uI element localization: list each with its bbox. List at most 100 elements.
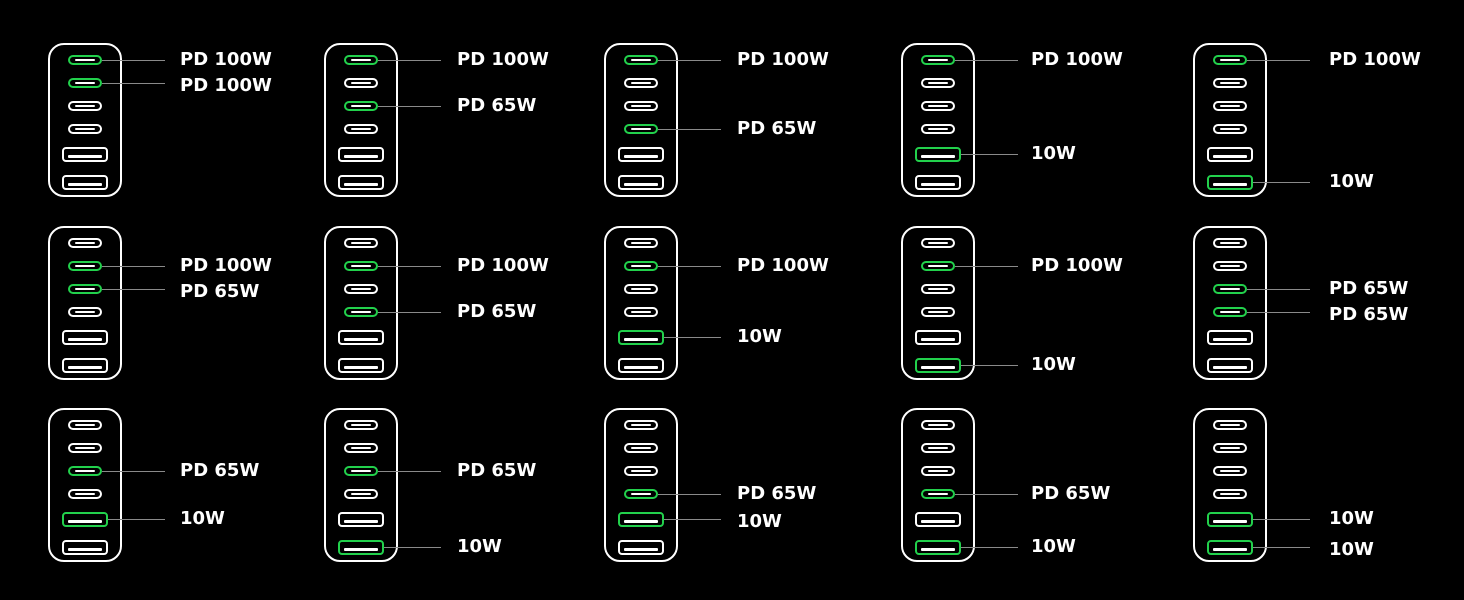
usb-c-port xyxy=(624,78,658,88)
usb-c-port xyxy=(344,261,378,271)
leader-line xyxy=(1247,60,1310,61)
port-slot xyxy=(921,154,955,158)
leader-line xyxy=(378,312,441,313)
usb-a-port xyxy=(618,329,664,345)
usb-c-port xyxy=(624,420,658,430)
power-label: PD 100W xyxy=(180,255,272,276)
power-label: PD 65W xyxy=(737,483,817,504)
port-slot xyxy=(351,493,371,495)
port-slot xyxy=(68,547,102,551)
usb-a-port xyxy=(1207,539,1253,555)
usb-a-port xyxy=(62,357,108,373)
usb-c-port xyxy=(68,101,102,111)
port-slot xyxy=(631,424,651,426)
usb-a-port xyxy=(1207,357,1253,373)
port-slot xyxy=(631,128,651,130)
port-slot xyxy=(624,547,658,551)
power-label: 10W xyxy=(1031,143,1076,164)
port-slot xyxy=(68,365,102,369)
port-slot xyxy=(344,337,378,341)
port-slot xyxy=(631,288,651,290)
port-slot xyxy=(344,365,378,369)
port-slot xyxy=(631,105,651,107)
port-slot xyxy=(928,242,948,244)
power-label: PD 65W xyxy=(1329,304,1409,325)
power-label: 10W xyxy=(1329,508,1374,529)
leader-line xyxy=(108,519,165,520)
usb-c-port xyxy=(624,284,658,294)
charger-unit xyxy=(324,43,398,197)
port-slot xyxy=(68,337,102,341)
power-label: PD 65W xyxy=(457,301,537,322)
port-slot xyxy=(631,82,651,84)
port-slot xyxy=(928,59,948,61)
usb-c-port xyxy=(921,420,955,430)
usb-a-port xyxy=(618,357,664,373)
usb-a-port xyxy=(618,539,664,555)
port-slot xyxy=(351,311,371,313)
charger-unit xyxy=(901,43,975,197)
usb-a-port xyxy=(62,174,108,190)
port-slot xyxy=(75,311,95,313)
power-label: PD 100W xyxy=(1031,49,1123,70)
port-slot xyxy=(928,470,948,472)
leader-line xyxy=(961,154,1018,155)
charger-unit xyxy=(48,226,122,380)
power-label: PD 100W xyxy=(180,75,272,96)
port-slot xyxy=(75,288,95,290)
usb-c-port xyxy=(624,238,658,248)
usb-c-port xyxy=(921,466,955,476)
port-slot xyxy=(1220,59,1240,61)
port-slot xyxy=(1213,519,1247,523)
leader-line xyxy=(664,519,721,520)
port-slot xyxy=(75,59,95,61)
usb-c-port xyxy=(624,466,658,476)
usb-a-port xyxy=(915,174,961,190)
usb-a-port xyxy=(915,539,961,555)
port-slot xyxy=(928,105,948,107)
usb-c-port xyxy=(344,124,378,134)
power-label: PD 65W xyxy=(457,95,537,116)
leader-line xyxy=(1247,289,1310,290)
port-slot xyxy=(75,447,95,449)
usb-c-port xyxy=(1213,55,1247,65)
port-slot xyxy=(928,265,948,267)
charger-unit xyxy=(901,226,975,380)
usb-c-port xyxy=(921,307,955,317)
leader-line xyxy=(1253,519,1310,520)
port-slot xyxy=(624,365,658,369)
usb-c-port xyxy=(344,420,378,430)
usb-c-port xyxy=(344,443,378,453)
port-slot xyxy=(1220,265,1240,267)
charger-unit xyxy=(48,43,122,197)
power-label: PD 65W xyxy=(180,460,260,481)
usb-c-port xyxy=(68,443,102,453)
port-slot xyxy=(1220,242,1240,244)
port-slot xyxy=(631,447,651,449)
leader-line xyxy=(658,60,721,61)
port-slot xyxy=(351,59,371,61)
port-slot xyxy=(68,154,102,158)
usb-c-port xyxy=(624,261,658,271)
port-slot xyxy=(351,265,371,267)
leader-line xyxy=(102,60,165,61)
leader-line xyxy=(378,266,441,267)
port-slot xyxy=(75,265,95,267)
leader-line xyxy=(102,266,165,267)
port-slot xyxy=(351,128,371,130)
usb-c-port xyxy=(344,307,378,317)
port-slot xyxy=(351,288,371,290)
port-slot xyxy=(75,128,95,130)
port-slot xyxy=(1220,288,1240,290)
port-slot xyxy=(631,470,651,472)
port-slot xyxy=(75,242,95,244)
port-slot xyxy=(928,128,948,130)
leader-line xyxy=(961,365,1018,366)
port-slot xyxy=(921,182,955,186)
usb-c-port xyxy=(921,443,955,453)
usb-c-port xyxy=(344,489,378,499)
port-slot xyxy=(351,105,371,107)
port-slot xyxy=(351,242,371,244)
usb-a-port xyxy=(62,146,108,162)
